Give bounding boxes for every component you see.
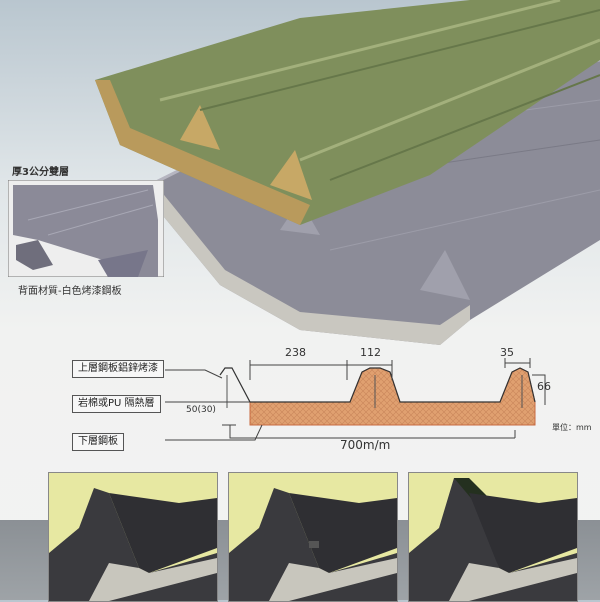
dim-rib-height: 66 [537,380,551,393]
green-panel [95,0,600,225]
unit-label: 單位：mm [552,423,592,432]
dim-rib-base: 112 [360,346,381,359]
dim-width: 700m/m [340,438,391,452]
cross-section-diagram [165,358,546,441]
inset-title: 厚3公分雙層 [12,167,69,178]
dim-span: 238 [285,346,306,359]
dim-rib-top: 35 [500,346,514,359]
detail-photo-1 [48,472,218,602]
panel-illustration [95,0,600,345]
label-bottom-sheet: 下層鋼板 [72,433,124,451]
label-top-sheet: 上層鋼板鋁鋅烤漆 [72,360,164,378]
inset-photo [8,180,164,277]
dim-thickness: 50(30) [186,405,216,415]
detail-photo-3 [408,472,578,602]
detail-photo-2 [228,472,398,602]
label-insulation: 岩棉或PU 隔熱層 [72,395,161,413]
inset-caption: 背面材質-白色烤漆鋼板 [18,286,122,297]
